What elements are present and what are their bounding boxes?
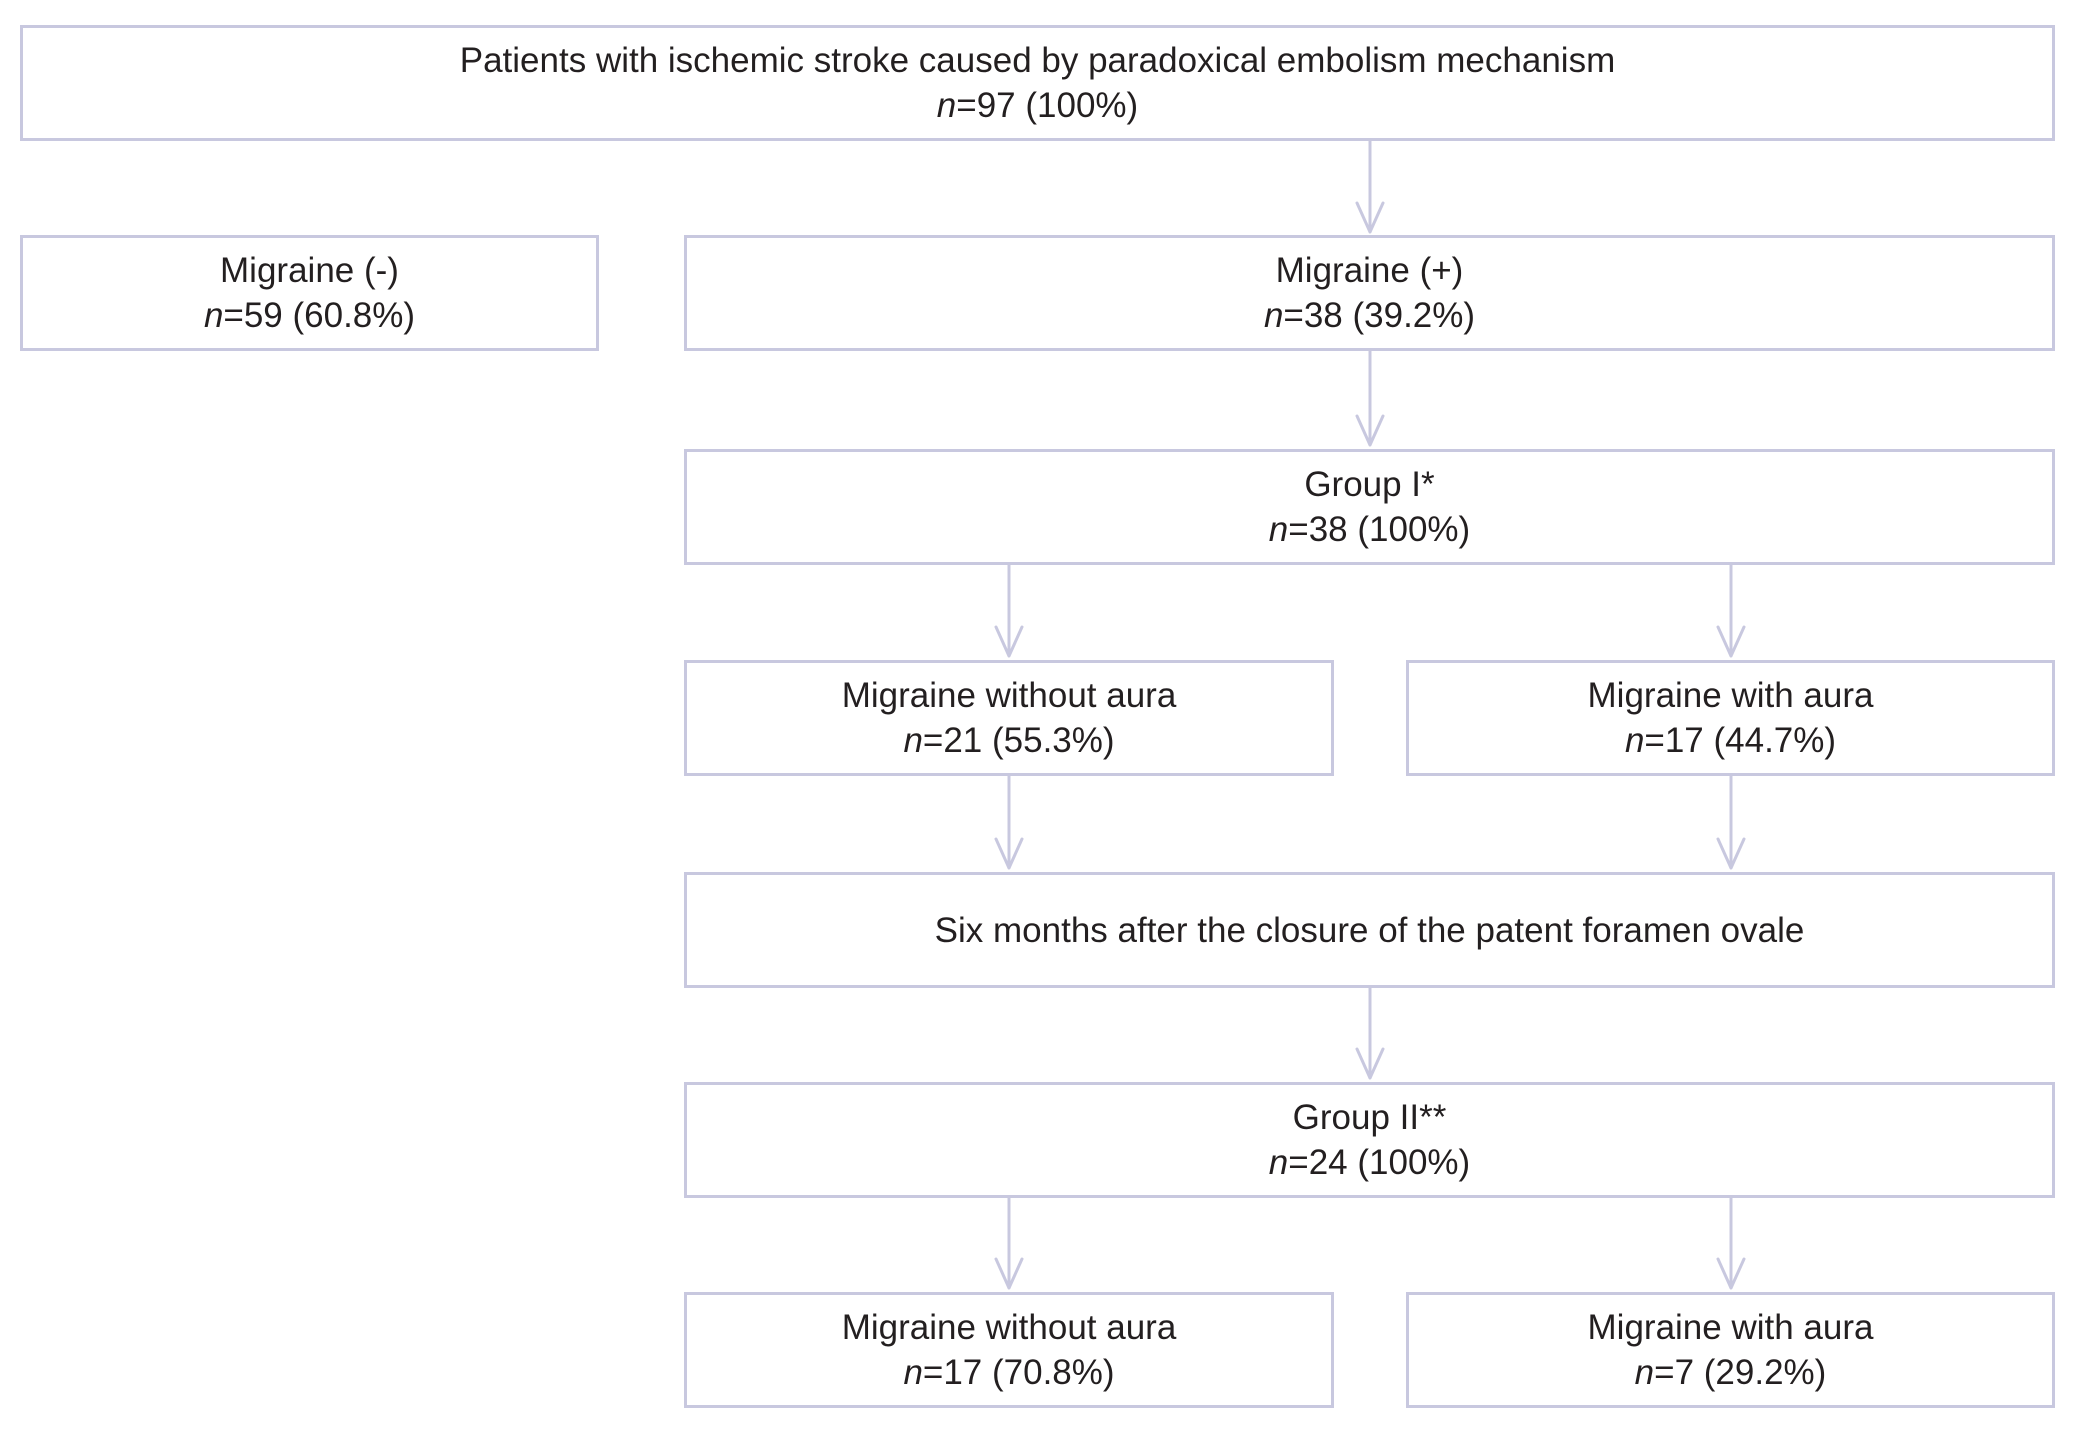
node-root-n-symbol: n — [936, 86, 957, 125]
node-migraine-negative-label: Migraine (-) — [220, 251, 399, 290]
node-group-1-with-aura-count: =17 (44.7%) — [1644, 721, 1837, 760]
arrow-migraine-positive-to-group-1 — [1355, 349, 1385, 447]
node-group-2-without-aura: Migraine without aura n=17 (70.8%) — [684, 1292, 1334, 1408]
arrow-closure-to-group-2 — [1355, 986, 1385, 1080]
node-group-2: Group II** n=24 (100%) — [684, 1082, 2055, 1198]
node-migraine-positive: Migraine (+) n=38 (39.2%) — [684, 235, 2055, 351]
node-group-1-without-aura-label: Migraine without aura — [841, 676, 1177, 715]
arrow-group-2-to-with-aura — [1716, 1196, 1746, 1290]
arrow-root-to-migraine-positive — [1355, 139, 1385, 234]
node-root-label: Patients with ischemic stroke caused by … — [459, 41, 1616, 80]
node-group-1: Group I* n=38 (100%) — [684, 449, 2055, 565]
arrow-with-aura-to-closure — [1716, 773, 1746, 870]
node-group-2-without-aura-label: Migraine without aura — [841, 1308, 1177, 1347]
node-closure-label: Six months after the closure of the pate… — [934, 910, 1805, 950]
arrow-without-aura-to-closure — [994, 773, 1024, 870]
node-group-2-n-symbol: n — [1268, 1143, 1289, 1182]
node-group-1-without-aura-n-symbol: n — [903, 721, 923, 760]
node-group-1-n-symbol: n — [1268, 510, 1289, 549]
node-group-2-with-aura-count: =7 (29.2%) — [1654, 1353, 1827, 1392]
node-group-1-without-aura: Migraine without aura n=21 (55.3%) — [684, 660, 1334, 776]
node-group-1-without-aura-count: =21 (55.3%) — [922, 721, 1115, 760]
node-root: Patients with ischemic stroke caused by … — [20, 25, 2055, 141]
node-group-1-count: =38 (100%) — [1288, 510, 1471, 549]
arrow-group-2-to-without-aura — [994, 1196, 1024, 1290]
node-migraine-positive-label: Migraine (+) — [1275, 251, 1464, 290]
node-group-1-with-aura: Migraine with aura n=17 (44.7%) — [1406, 660, 2055, 776]
node-group-2-without-aura-count: =17 (70.8%) — [922, 1353, 1115, 1392]
node-closure: Six months after the closure of the pate… — [684, 872, 2055, 988]
arrow-group-1-to-with-aura — [1716, 563, 1746, 658]
node-migraine-negative: Migraine (-) n=59 (60.8%) — [20, 235, 599, 351]
node-group-2-label: Group II** — [1292, 1098, 1447, 1137]
node-migraine-negative-n-symbol: n — [203, 296, 224, 335]
node-group-1-label: Group I* — [1304, 465, 1435, 504]
node-group-2-with-aura-n-symbol: n — [1634, 1353, 1655, 1392]
arrow-group-1-to-without-aura — [994, 563, 1024, 658]
node-migraine-negative-count: =59 (60.8%) — [223, 296, 416, 335]
node-root-count: =97 (100%) — [956, 86, 1139, 125]
node-group-2-without-aura-n-symbol: n — [903, 1353, 923, 1392]
node-migraine-positive-n-symbol: n — [1263, 296, 1284, 335]
node-group-1-with-aura-label: Migraine with aura — [1587, 676, 1874, 715]
node-group-2-count: =24 (100%) — [1288, 1143, 1471, 1182]
node-migraine-positive-count: =38 (39.2%) — [1283, 296, 1476, 335]
node-group-2-with-aura: Migraine with aura n=7 (29.2%) — [1406, 1292, 2055, 1408]
node-group-1-with-aura-n-symbol: n — [1624, 721, 1645, 760]
node-group-2-with-aura-label: Migraine with aura — [1587, 1308, 1874, 1347]
